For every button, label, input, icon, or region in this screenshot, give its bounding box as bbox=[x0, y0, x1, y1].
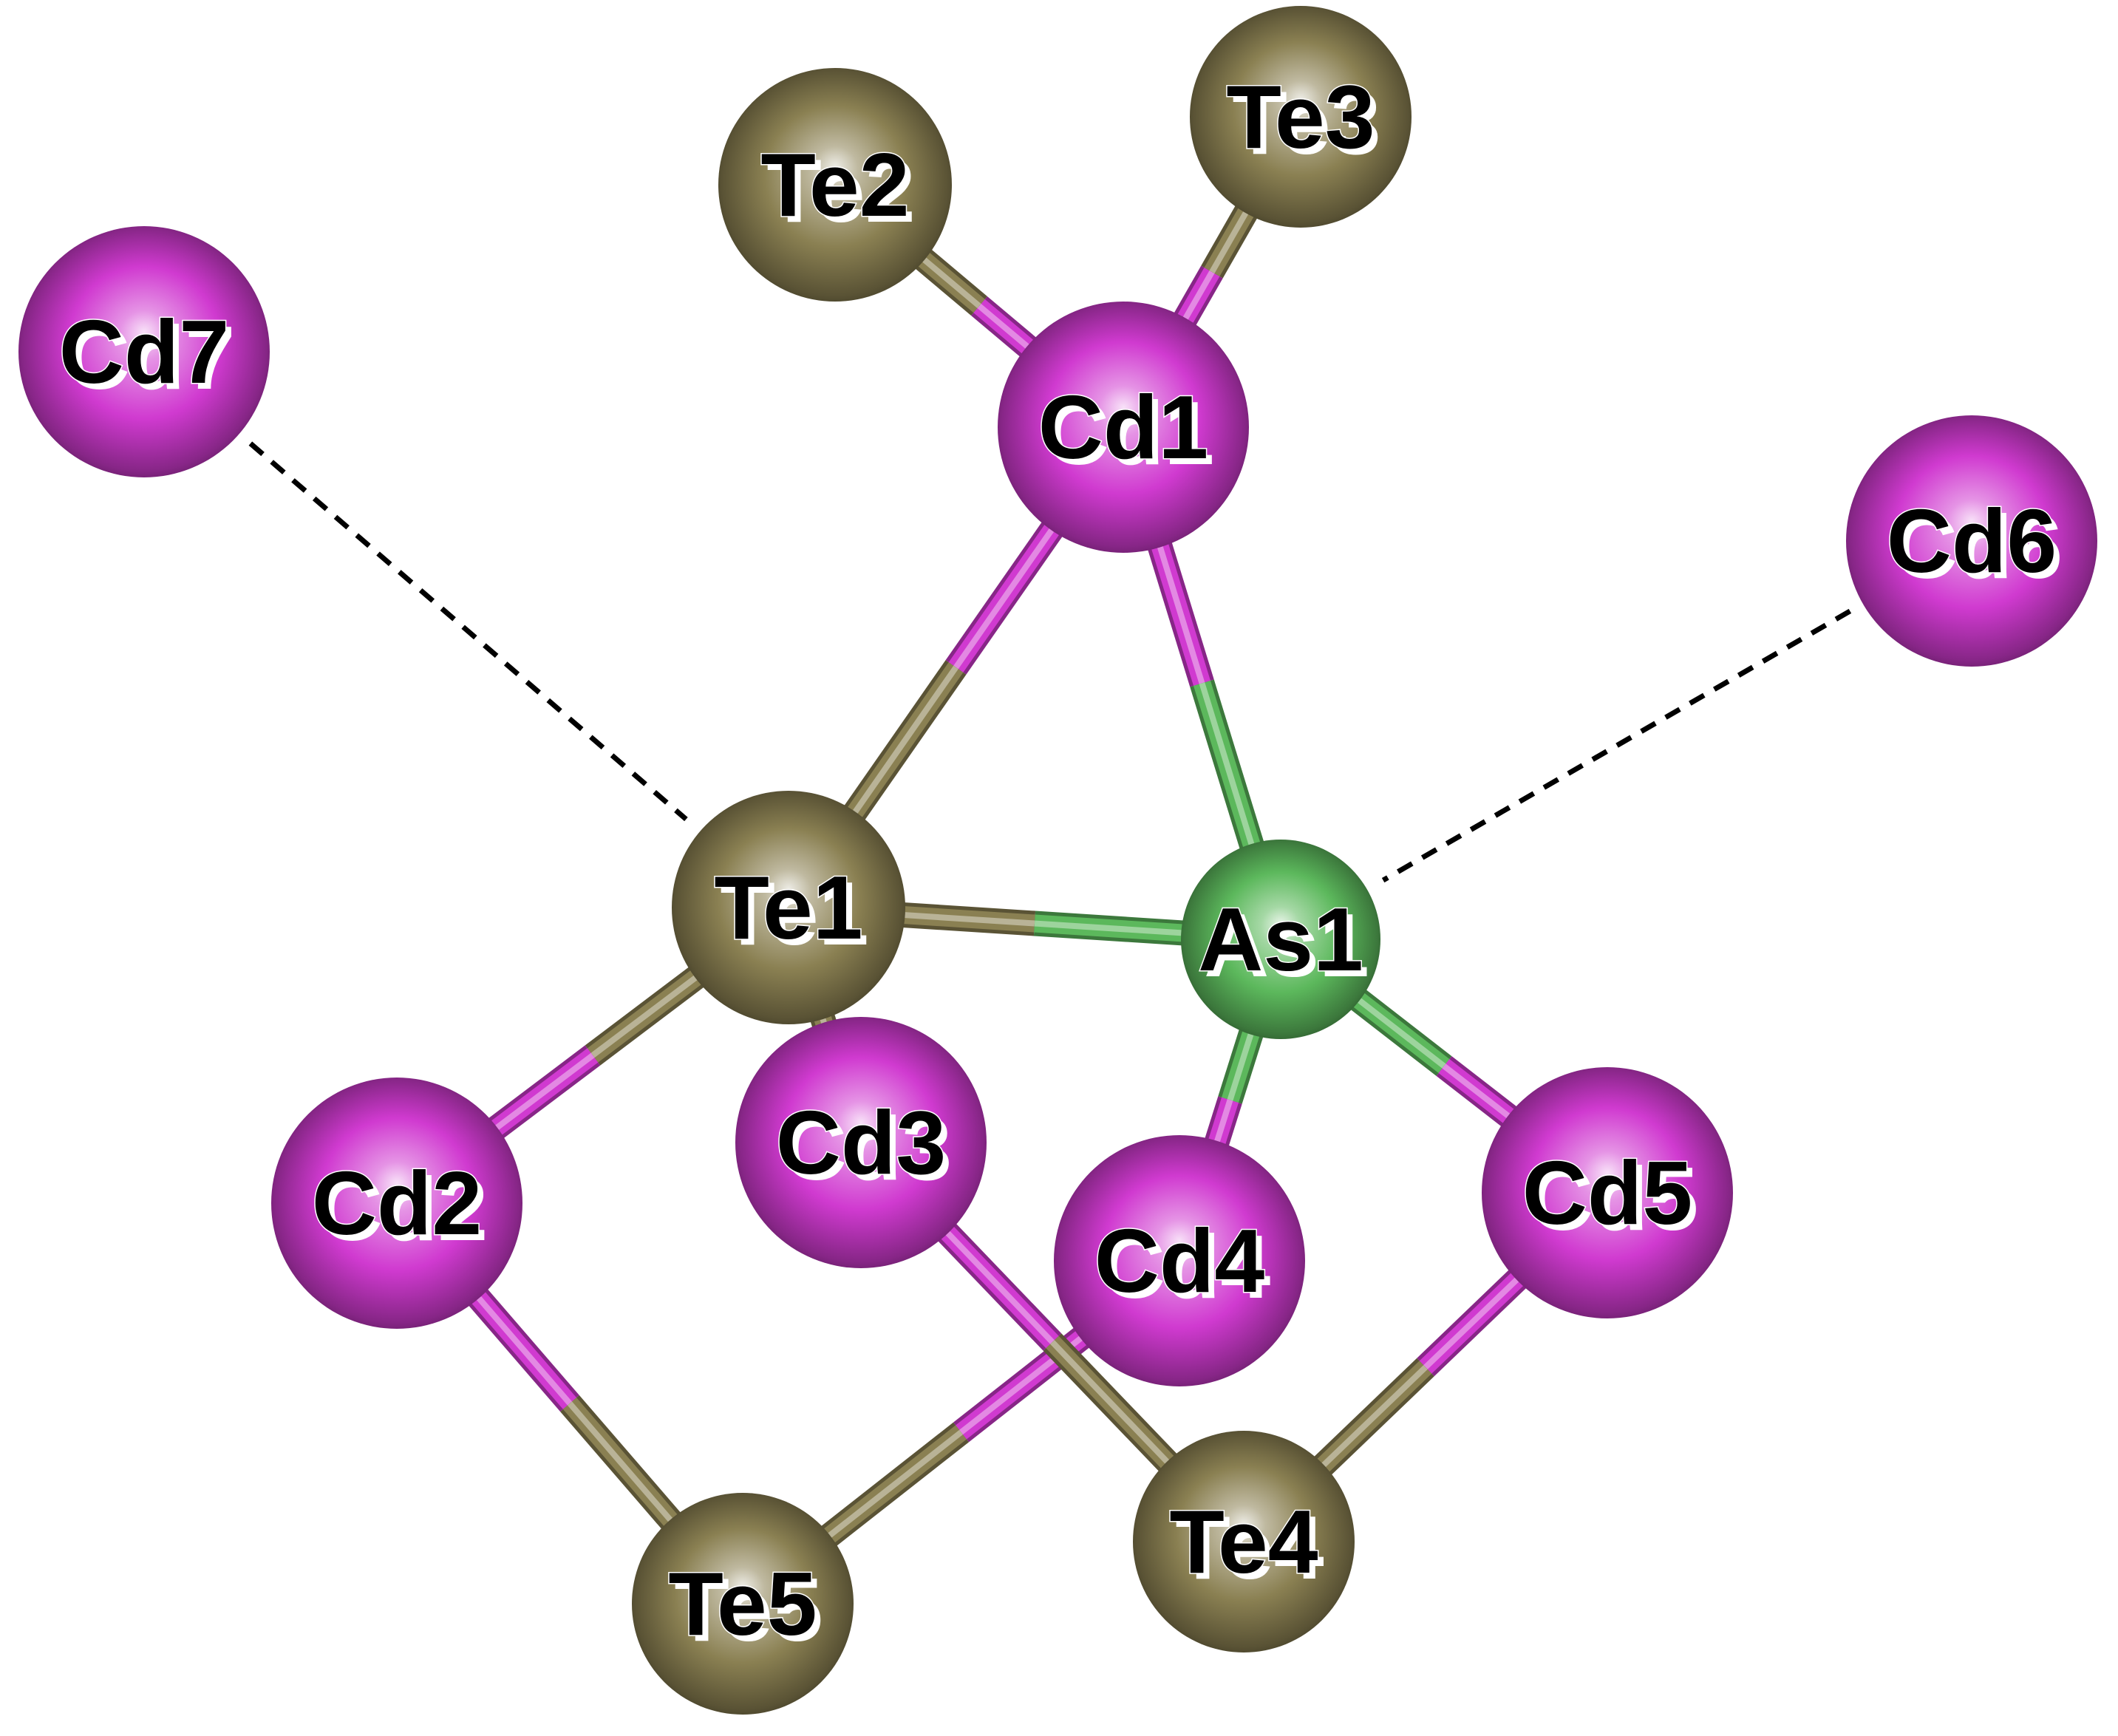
atom-label: Te2 bbox=[760, 135, 909, 235]
atom-label: Te4 bbox=[1169, 1491, 1318, 1592]
atom-label-shadow: Cd7 bbox=[65, 307, 235, 408]
atom-sphere bbox=[718, 68, 952, 302]
atom-sphere bbox=[632, 1493, 854, 1715]
atom-label: As1 bbox=[1198, 889, 1363, 990]
atom-label: Cd1 bbox=[1038, 377, 1208, 477]
atom-label: Cd2 bbox=[312, 1153, 482, 1253]
atom-label-shadow: As1 bbox=[1204, 895, 1369, 995]
atom-label-shadow: Te4 bbox=[1175, 1497, 1324, 1598]
atom-sphere bbox=[1181, 840, 1380, 1039]
atom-label: Te3 bbox=[1226, 67, 1375, 167]
bonds-layer bbox=[387, 110, 1616, 1614]
atom-sphere bbox=[271, 1078, 522, 1329]
atom-label-shadow: Cd5 bbox=[1528, 1148, 1698, 1249]
atom-label: Cd4 bbox=[1094, 1211, 1265, 1311]
atom-sphere bbox=[672, 791, 905, 1024]
atom-label-shadow: Cd2 bbox=[318, 1159, 488, 1259]
atom-label: Cd7 bbox=[59, 302, 229, 402]
atom-sphere bbox=[998, 302, 1249, 553]
contacts-layer bbox=[248, 441, 1852, 883]
atom-label-shadow: Te2 bbox=[766, 140, 915, 241]
atom-label: Te5 bbox=[668, 1553, 817, 1654]
contact-cd6-as1 bbox=[1381, 608, 1852, 883]
atom-label-shadow: Cd1 bbox=[1044, 383, 1214, 483]
atom-sphere bbox=[735, 1017, 987, 1268]
atom-label-shadow: Cd6 bbox=[1893, 497, 2063, 597]
atom-sphere bbox=[1846, 415, 2097, 667]
atom-label-shadow: Te3 bbox=[1232, 72, 1380, 173]
atom-sphere bbox=[1190, 6, 1412, 228]
atom-label: Cd5 bbox=[1522, 1143, 1692, 1243]
contact-cd7-te1 bbox=[248, 441, 688, 822]
atom-label: Cd3 bbox=[776, 1092, 946, 1193]
atom-label-shadow: Cd3 bbox=[782, 1098, 952, 1199]
atom-sphere bbox=[1133, 1431, 1355, 1652]
atom-sphere bbox=[1482, 1067, 1733, 1318]
atom-label: Te1 bbox=[714, 857, 862, 958]
atom-sphere bbox=[1054, 1135, 1305, 1386]
atom-label-shadow: Te1 bbox=[720, 863, 868, 964]
atom-label-shadow: Cd4 bbox=[1100, 1216, 1271, 1317]
atom-label: Cd6 bbox=[1887, 491, 2057, 591]
atoms-layer: Cd7Cd7Cd6Cd6Te2Te2Te3Te3Cd1Cd1Cd3Cd3Te1T… bbox=[18, 6, 2097, 1715]
atom-sphere bbox=[18, 226, 270, 477]
atom-label-shadow: Te5 bbox=[674, 1559, 823, 1660]
